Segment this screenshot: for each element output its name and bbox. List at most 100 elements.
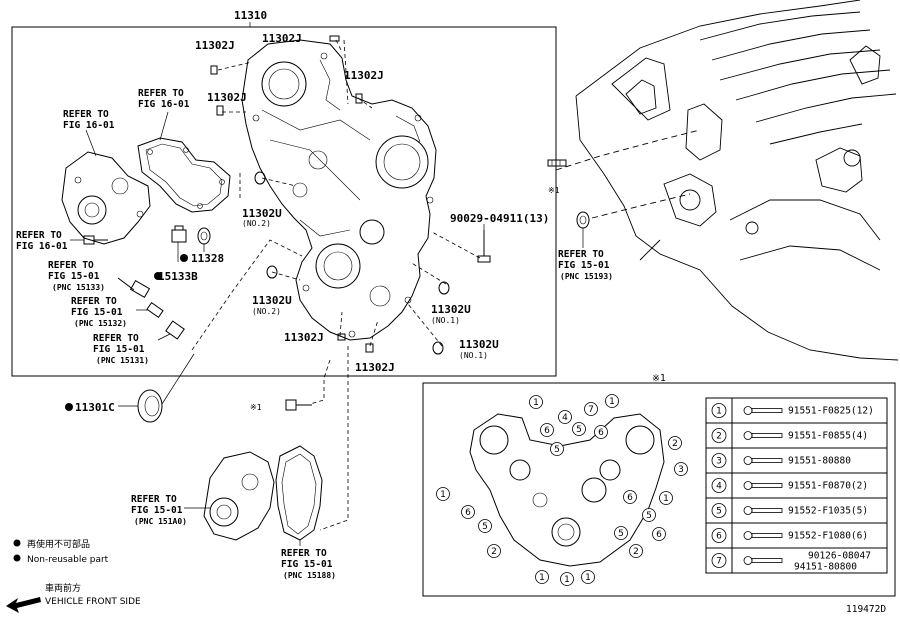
bolt-ref-1[interactable] bbox=[285, 399, 312, 411]
non-reusable-dot-11301c bbox=[65, 403, 73, 411]
water-pump-lower[interactable] bbox=[203, 451, 275, 541]
stud-pin-11302j-b[interactable] bbox=[216, 105, 224, 116]
ref-fig-16-01-c[interactable]: REFER TO FIG 16-01 bbox=[16, 230, 68, 252]
ref-fig-15-01-pnc-15188[interactable]: REFER TO FIG 15-01 (PNC 15188) bbox=[281, 548, 338, 580]
detail-callout-number: 2 bbox=[672, 439, 678, 449]
bolt-row-number-circle bbox=[711, 403, 727, 418]
bolt-part-number[interactable]: 94151-80800 bbox=[794, 562, 857, 573]
timing-chain-cover[interactable] bbox=[241, 39, 437, 341]
bolt-part-number[interactable]: 91551-80880 bbox=[788, 456, 851, 467]
legend-front-en: VEHICLE FRONT SIDE bbox=[45, 597, 141, 607]
ring-pin-11302u-b[interactable] bbox=[266, 265, 278, 279]
ref-fig-15-01-pnc-15193[interactable]: REFER TO FIG 15-01 (PNC 15193) bbox=[558, 249, 615, 281]
plug-15133b[interactable] bbox=[171, 225, 187, 243]
ref-fig-15-01-pnc-151a0[interactable]: REFER TO FIG 15-01 (PNC 151A0) bbox=[131, 494, 188, 526]
water-pump-gasket-lower[interactable] bbox=[275, 445, 323, 541]
detail-callout-circle bbox=[436, 487, 450, 501]
detail-callout: 2 bbox=[487, 544, 501, 558]
label-15133b[interactable]: 15133B bbox=[158, 270, 198, 283]
bolt-row[interactable]: 3 91551-80880 bbox=[711, 453, 851, 468]
oil-seal-11301c[interactable] bbox=[137, 389, 163, 423]
label-11302u-a[interactable]: 11302U bbox=[242, 207, 282, 220]
detail-callout-number: 1 bbox=[609, 397, 615, 407]
detail-callout: 1 bbox=[436, 487, 450, 501]
label-11302j-e[interactable]: 11302J bbox=[284, 331, 324, 344]
legend-nonreuse-en: Non-reusable part bbox=[27, 555, 109, 565]
front-arrow-icon bbox=[6, 597, 41, 613]
bolt-part-number[interactable]: 91551-F0870(2) bbox=[788, 481, 868, 492]
water-pump-gasket[interactable] bbox=[137, 137, 231, 213]
bolt-part-number[interactable]: 91551-F0855(4) bbox=[788, 431, 868, 442]
detail-callout-number: 1 bbox=[533, 398, 539, 408]
detail-callout: 5 bbox=[642, 508, 656, 522]
detail-callout: 6 bbox=[594, 425, 608, 439]
detail-callout: 5 bbox=[478, 519, 492, 533]
ref-fig-16-01-b[interactable]: REFER TO FIG 16-01 bbox=[138, 88, 190, 110]
detail-title: ※1 bbox=[652, 373, 666, 384]
detail-callout: 5 bbox=[614, 526, 628, 540]
label-11302j-b[interactable]: 11302J bbox=[262, 32, 302, 45]
detail-callout-circle bbox=[572, 422, 586, 436]
main-part-label[interactable]: 11310 bbox=[234, 9, 267, 22]
bolt-row-number: 5 bbox=[716, 507, 722, 517]
engine-oil-seal[interactable] bbox=[576, 211, 590, 229]
bolt-head-icon bbox=[743, 431, 753, 440]
label-11302u-d[interactable]: 11302U bbox=[459, 338, 499, 351]
label-11302j-d[interactable]: 11302J bbox=[207, 91, 247, 104]
detail-callout: 2 bbox=[668, 436, 682, 450]
stud-pin-11302j-e[interactable] bbox=[337, 333, 346, 341]
legend-dot-jp bbox=[13, 539, 21, 547]
bolt-90029[interactable] bbox=[477, 230, 491, 263]
label-11302u-c[interactable]: 11302U bbox=[431, 303, 471, 316]
label-11302j-c[interactable]: 11302J bbox=[344, 69, 384, 82]
label-11302u-b[interactable]: 11302U bbox=[252, 294, 292, 307]
detail-callout-number: 3 bbox=[678, 465, 684, 475]
detail-callout-number: 5 bbox=[482, 522, 488, 532]
ring-pin-11302u-c[interactable] bbox=[438, 281, 450, 295]
stud-pin-11302j-c[interactable] bbox=[329, 35, 340, 42]
oil-pressure-switch[interactable] bbox=[117, 277, 151, 299]
ref-fig-15-01-pnc-15131[interactable]: REFER TO FIG 15-01 (PNC 15131) bbox=[93, 333, 150, 365]
oil-filter-union[interactable] bbox=[146, 302, 164, 318]
bolt-shank-icon bbox=[751, 433, 783, 438]
stud-pin-11302j-f[interactable] bbox=[365, 343, 374, 353]
bolt-part-number[interactable]: 91551-F0825(12) bbox=[788, 406, 874, 417]
label-11302j-f[interactable]: 11302J bbox=[355, 361, 395, 374]
bolt-row-number: 3 bbox=[716, 457, 722, 467]
bolt-head-icon bbox=[743, 456, 753, 465]
ref-fig-16-01-a[interactable]: REFER TO FIG 16-01 bbox=[63, 109, 115, 131]
bolt-row[interactable]: 1 91551-F0825(12) bbox=[711, 403, 874, 418]
stud-pin-11302j-d[interactable] bbox=[355, 93, 363, 104]
bolt-part-number[interactable]: 91552-F1080(6) bbox=[788, 531, 868, 542]
bolt-row-number: 7 bbox=[716, 557, 722, 567]
bolt-part-number[interactable]: 90126-08047 bbox=[808, 551, 871, 562]
pump-bolt[interactable] bbox=[83, 235, 108, 245]
bolt-row-number: 1 bbox=[716, 407, 722, 417]
detail-callout-number: 5 bbox=[646, 511, 652, 521]
detail-callout-number: 1 bbox=[585, 573, 591, 583]
gasket-11328[interactable] bbox=[197, 227, 211, 245]
bolt-row[interactable]: 6 91552-F1080(6) bbox=[711, 528, 868, 543]
detail-callout-circle bbox=[605, 394, 619, 408]
label-11301c[interactable]: 11301C bbox=[75, 401, 115, 414]
ring-pin-11302u-a[interactable] bbox=[254, 171, 266, 185]
stud-pin-11302j-a[interactable] bbox=[210, 65, 218, 75]
detail-callout-number: 6 bbox=[544, 426, 550, 436]
detail-cover-outline bbox=[469, 413, 665, 567]
ring-pin-11302u-d[interactable] bbox=[432, 341, 444, 355]
label-11302j-a[interactable]: 11302J bbox=[195, 39, 235, 52]
bolt-row-number: 6 bbox=[716, 532, 722, 542]
water-pump-left[interactable] bbox=[61, 151, 151, 245]
bolt-row[interactable]: 5 91552-F1035(5) bbox=[711, 503, 868, 518]
ref-fig-15-01-pnc-15132[interactable]: REFER TO FIG 15-01 (PNC 15132) bbox=[71, 296, 128, 328]
label-11328[interactable]: 11328 bbox=[191, 252, 224, 265]
engine-stud[interactable] bbox=[547, 159, 567, 167]
bolt-row-number-circle bbox=[711, 528, 727, 543]
label-90029[interactable]: 90029-04911(13) bbox=[450, 212, 549, 225]
ref-fig-15-01-pnc-15133[interactable]: REFER TO FIG 15-01 (PNC 15133) bbox=[48, 260, 105, 292]
bolt-part-number[interactable]: 91552-F1035(5) bbox=[788, 506, 868, 517]
oil-pressure-sleeve[interactable] bbox=[165, 320, 185, 340]
